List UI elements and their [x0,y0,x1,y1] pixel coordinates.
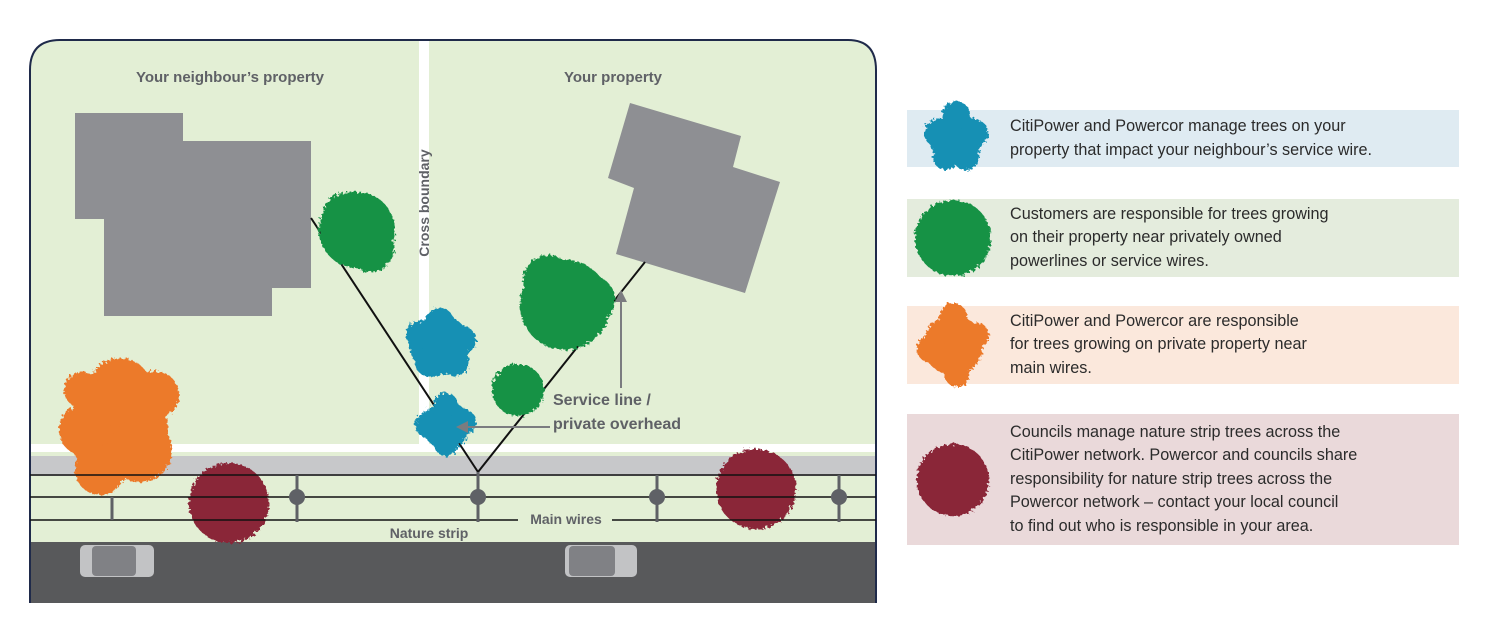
neighbour-property-label: Your neighbour’s property [136,69,325,86]
legend-item-blue: CitiPower and Powercor manage trees on y… [907,100,1459,170]
diagram-frame [29,39,877,603]
your-property-label: Your property [564,69,663,86]
service-line-label-2: private overhead [553,416,681,433]
main-wires-label: Main wires [530,511,602,527]
legend-text-maroon: Councils manage nature strip trees acros… [1010,422,1358,535]
arrow-up-icon [615,290,627,302]
orange-tree [59,358,179,495]
maroon-tree-icon [917,443,989,516]
car-right [565,545,637,577]
pole [831,475,847,522]
blue-tree-top [406,308,476,377]
nature-strip-label: Nature strip [390,525,469,541]
arrow-left-icon [456,421,468,433]
road [30,542,876,603]
pole [289,475,305,522]
service-line-label-1: Service line / [553,392,651,409]
green-tree-neighbour [319,192,395,272]
pole [649,475,665,522]
green-tree-small [492,364,544,416]
legend-item-maroon: Councils manage nature strip trees acros… [907,414,1459,545]
your-house [608,103,780,293]
legend-text-orange: CitiPower and Powercor are responsible f… [1010,311,1307,377]
pole [470,472,486,522]
legend-text-blue: CitiPower and Powercor manage trees on y… [1010,117,1372,159]
car-left [80,545,154,577]
cross-boundary-label: Cross boundary [416,149,432,257]
green-tree-large [520,255,615,350]
blue-tree-icon [924,100,988,170]
your-service-line [477,261,646,473]
green-tree-icon [915,200,991,276]
legend-item-orange: CitiPower and Powercor are responsible f… [907,303,1459,387]
maroon-tree-right [716,449,796,529]
legend-text-green: Customers are responsible for trees grow… [1010,204,1329,270]
maroon-tree-left [189,463,269,543]
property-boundary [419,40,429,450]
neighbour-house [75,113,311,316]
blue-tree-bottom [415,393,476,456]
orange-tree-icon [917,303,989,387]
legend-item-green: Customers are responsible for trees grow… [907,199,1459,277]
